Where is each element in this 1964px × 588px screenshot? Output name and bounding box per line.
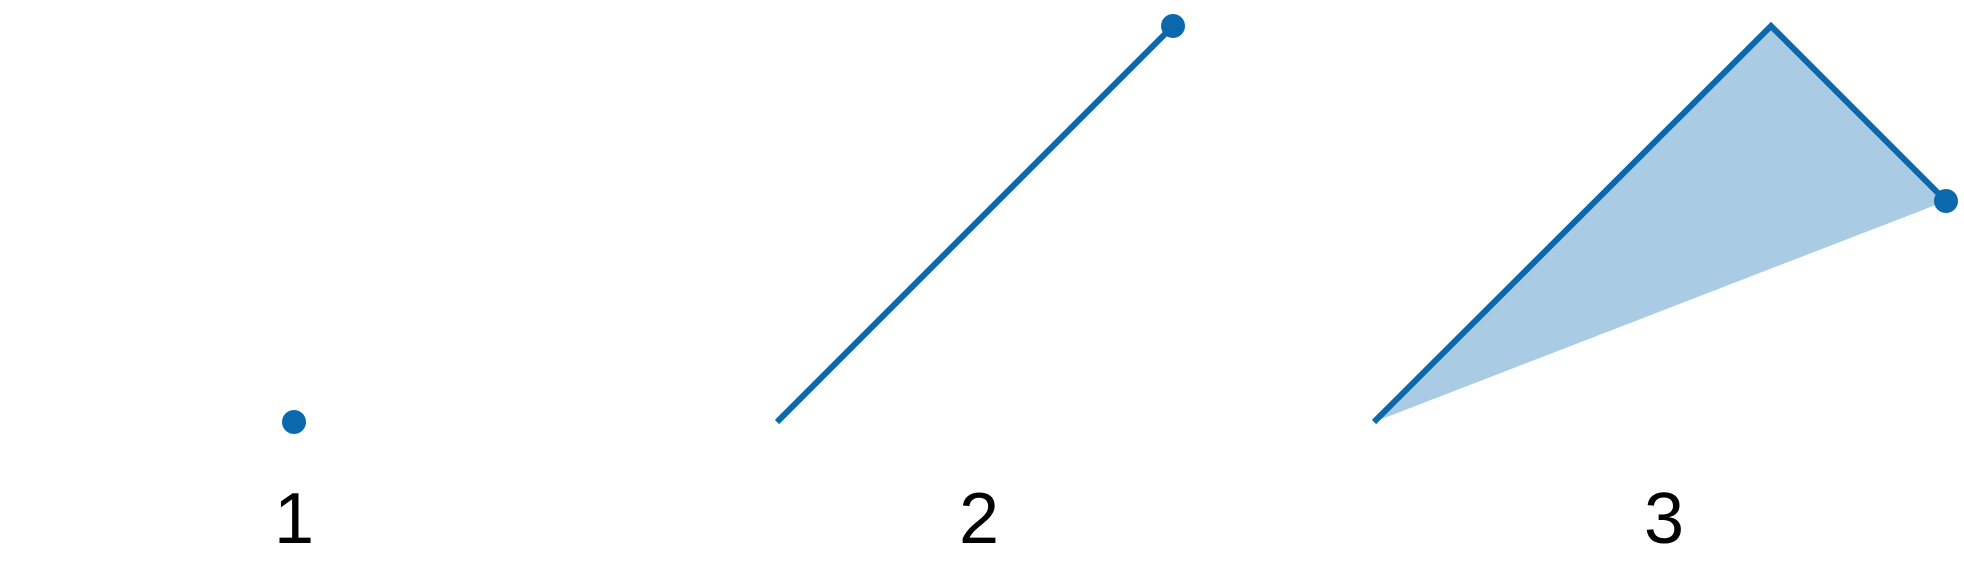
step-3-segments: [1371, 21, 1949, 425]
step-1-label: 1: [274, 479, 314, 559]
step-3-active-point: [1934, 189, 1958, 213]
step-2-group: 2: [774, 14, 1185, 559]
step-3-fill-area: [1374, 26, 1946, 422]
step-1-group: 1: [274, 410, 314, 559]
step-3-group: 3: [1371, 21, 1958, 559]
step-2-segment: [774, 23, 1176, 425]
step-2-active-point: [1161, 14, 1185, 38]
step-3-label: 3: [1644, 479, 1684, 559]
step-1-active-point: [282, 410, 306, 434]
step-2-label: 2: [959, 479, 999, 559]
